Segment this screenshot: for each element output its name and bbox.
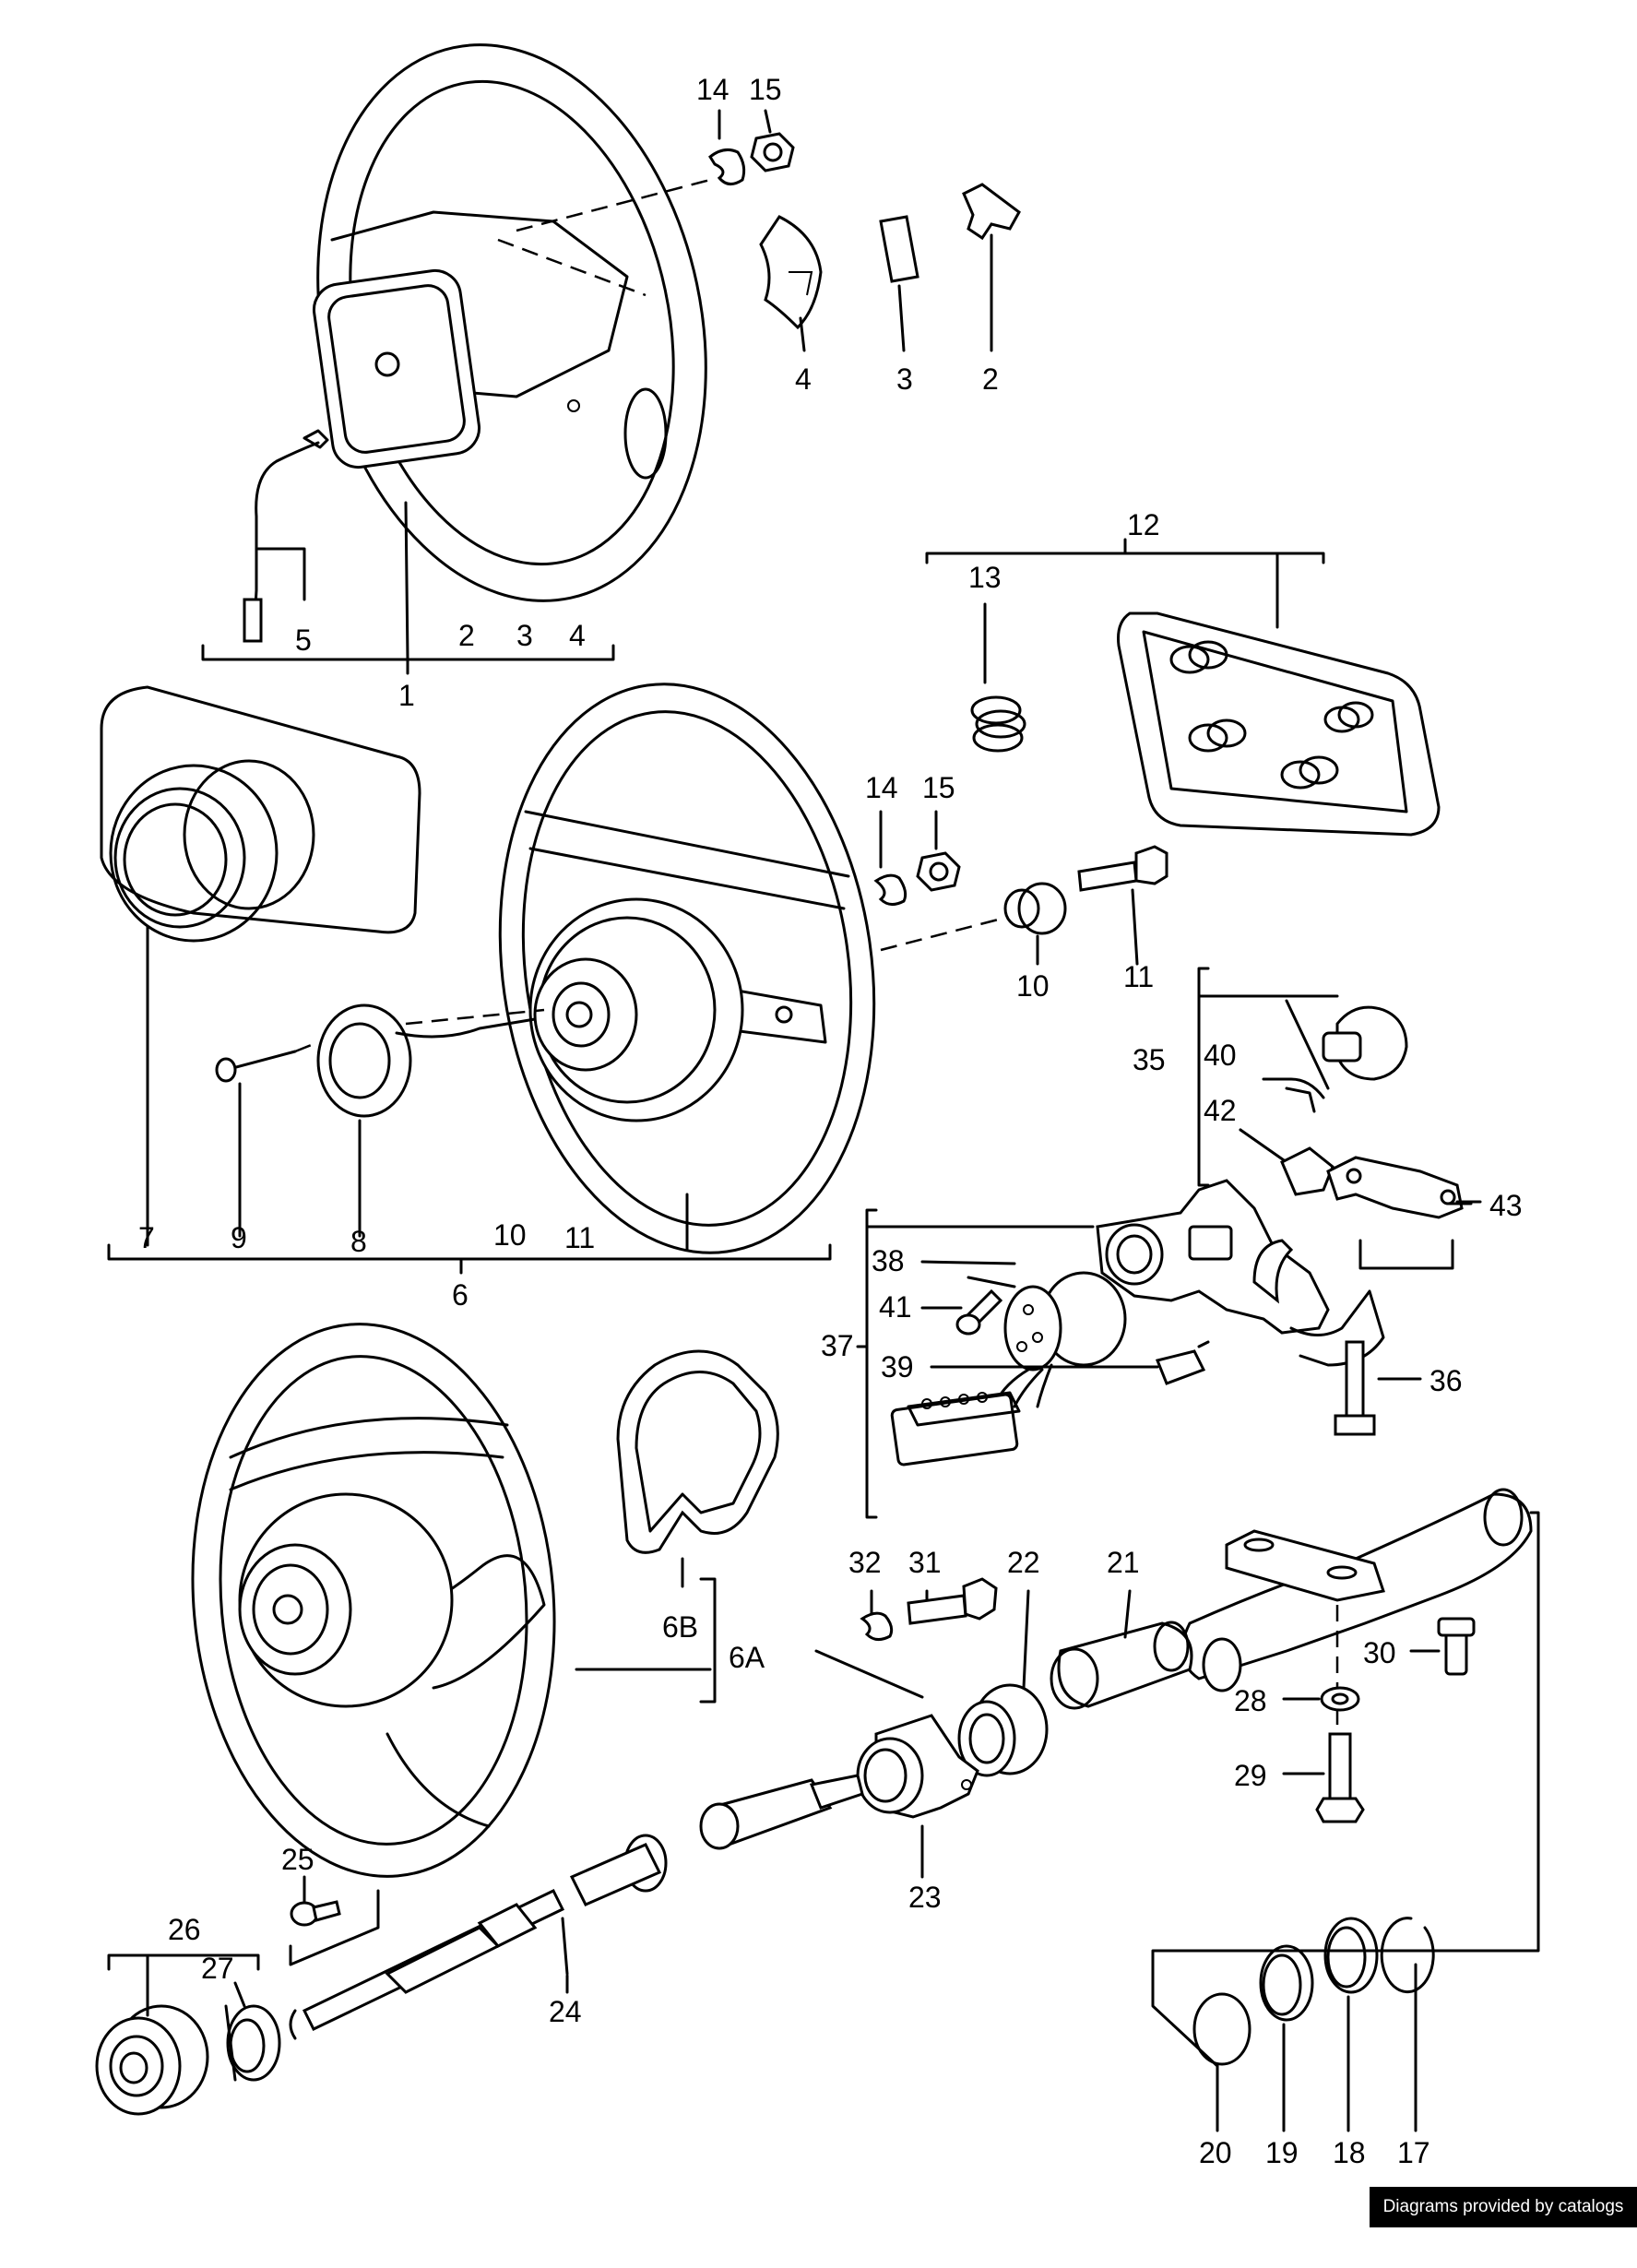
plate-3 (879, 215, 919, 283)
nut-15-top (750, 132, 795, 172)
snap-rings-17-20 (1151, 1917, 1435, 2132)
label-28: 28 (1234, 1684, 1267, 1717)
bolt-11 (1077, 845, 1168, 892)
label-26: 26 (168, 1913, 201, 1946)
label-1: 1 (398, 679, 415, 712)
bearing-housing-23 (814, 1649, 979, 1879)
group-bracket-6 (107, 925, 832, 1275)
label-36: 36 (1429, 1364, 1463, 1397)
contact-2 (962, 183, 1021, 241)
screw-41 (955, 1288, 1003, 1336)
contact-ring-8 (316, 1003, 545, 1118)
sleeve-21 (1050, 1621, 1193, 1710)
label-29: 29 (1234, 1759, 1267, 1792)
label-13: 13 (968, 561, 1002, 594)
horn-cable-5 (243, 429, 329, 643)
spacer-10 (1003, 882, 1067, 935)
label-12: 12 (1127, 508, 1160, 541)
label-21: 21 (1107, 1546, 1140, 1579)
steering-wheel-6 (498, 683, 1006, 1254)
ignition-switch-35 (1197, 967, 1408, 1196)
cover-4 (759, 215, 823, 330)
label-25: 25 (281, 1843, 314, 1876)
label-19: 19 (1265, 2136, 1299, 2169)
label-38: 38 (872, 1244, 905, 1277)
label-6A: 6A (729, 1641, 765, 1674)
label-43: 43 (1489, 1189, 1523, 1222)
label-14-mid: 14 (865, 771, 898, 804)
label-11-right: 11 (1123, 960, 1154, 993)
group-bracket-1 (201, 501, 615, 675)
steering-lock-housing (1096, 1179, 1385, 1367)
horn-pad-6b (616, 1349, 779, 1704)
steering-wheel-1 (312, 43, 711, 602)
screw-9 (215, 1040, 319, 1083)
spline-27 (224, 2004, 281, 2082)
lock-washer-14-top (708, 148, 746, 185)
label-11-group: 11 (564, 1221, 595, 1254)
label-10-right: 10 (1016, 969, 1050, 1003)
label-2-group: 2 (458, 619, 475, 652)
label-3-top: 3 (896, 362, 913, 396)
label-30: 30 (1363, 1636, 1396, 1669)
label-4-top: 4 (795, 362, 812, 396)
steering-hub-26 (95, 1953, 260, 2116)
steering-shaft-24 (289, 1774, 864, 2040)
label-5: 5 (295, 623, 312, 657)
label-42: 42 (1204, 1094, 1237, 1127)
label-6: 6 (452, 1278, 469, 1312)
part-labels: 14 15 4 3 2 5 2 3 4 1 12 13 14 15 10 11 … (138, 73, 1523, 2169)
label-39: 39 (881, 1350, 914, 1383)
label-35: 35 (1133, 1043, 1166, 1076)
label-24: 24 (549, 1995, 582, 2028)
label-20: 20 (1199, 2136, 1232, 2169)
label-17: 17 (1397, 2136, 1430, 2169)
bearing-22 (957, 1683, 1049, 1777)
bolt-31 (907, 1577, 998, 1625)
label-23: 23 (908, 1881, 942, 1914)
lock-washer-14-mid (873, 873, 907, 906)
leader-lines (233, 109, 1441, 2008)
bolt-29 (1315, 1732, 1365, 1823)
bolt-30 (1437, 1617, 1476, 1676)
label-14-top: 14 (696, 73, 730, 106)
label-4-group: 4 (569, 619, 586, 652)
lock-clamp-43 (1326, 1156, 1482, 1270)
label-10-group: 10 (493, 1218, 527, 1252)
label-31: 31 (908, 1546, 942, 1579)
nut-15-mid (916, 851, 961, 892)
label-8: 8 (350, 1225, 367, 1258)
washer-32 (860, 1611, 894, 1641)
washer-28 (1320, 1686, 1360, 1712)
label-18: 18 (1333, 2136, 1366, 2169)
spring-13-pad (1169, 640, 1374, 790)
horn-pad-12 (925, 538, 1441, 837)
lock-cylinder-38-39 (865, 1208, 1210, 1519)
diagram-credit: Diagrams provided by catalogs parts (1370, 2187, 1637, 2257)
label-6B: 6B (662, 1610, 698, 1644)
label-22: 22 (1007, 1546, 1040, 1579)
label-9: 9 (231, 1221, 247, 1254)
label-15-mid: 15 (922, 771, 955, 804)
label-27: 27 (201, 1952, 234, 1985)
label-2-top: 2 (982, 362, 999, 396)
label-15-top: 15 (749, 73, 782, 106)
label-40: 40 (1204, 1039, 1237, 1072)
steering-column-tube (1151, 1488, 1540, 1966)
label-7: 7 (138, 1221, 155, 1254)
label-41: 41 (879, 1290, 912, 1324)
label-37: 37 (821, 1329, 854, 1362)
bolt-36 (1334, 1340, 1422, 1436)
hub-cover-7 (100, 685, 421, 943)
steering-wheel-lower (191, 1323, 712, 1878)
label-32: 32 (848, 1546, 882, 1579)
label-3-group: 3 (516, 619, 533, 652)
spring-13 (970, 602, 1026, 753)
